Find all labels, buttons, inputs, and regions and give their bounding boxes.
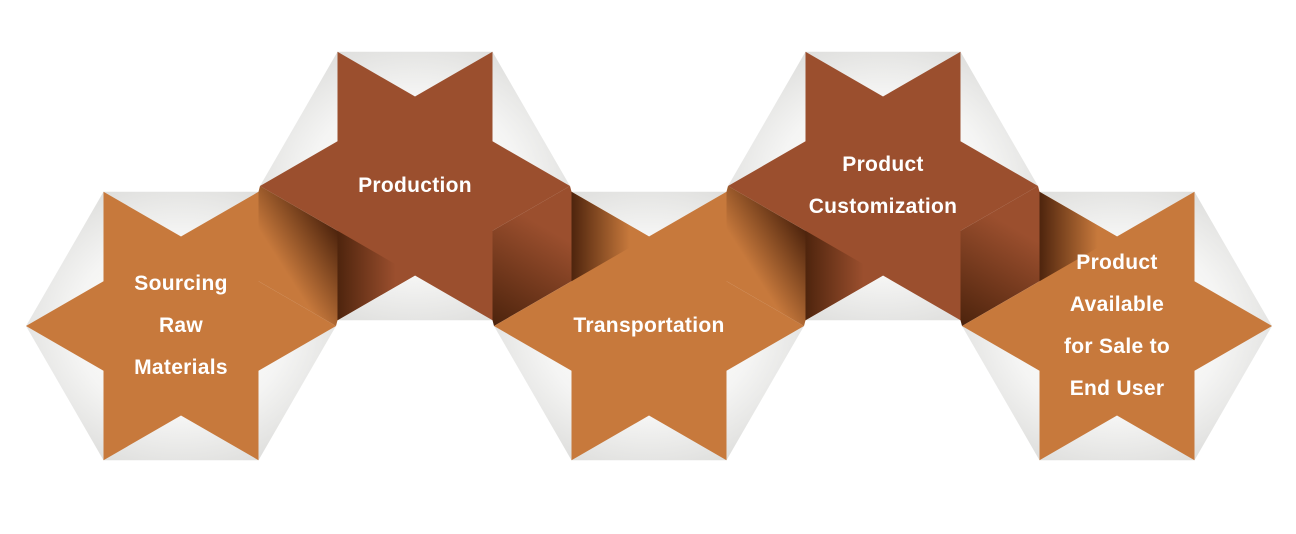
fold-shadow-product-available-for-sale-to-end-user	[1039, 191, 1117, 282]
star-sourcing-raw-materials	[26, 191, 336, 461]
fold-flap-production-transportation	[492, 186, 572, 326]
label-production: Production	[358, 165, 472, 207]
fold-shadow-product-customization	[805, 230, 883, 321]
step-label-line: Raw	[158, 314, 204, 337]
label-transportation: Transportation	[573, 305, 724, 347]
step-label-line: Customization	[808, 195, 958, 218]
fold-shadow-production	[337, 230, 415, 321]
step-label-line: Materials	[134, 356, 228, 379]
step-label-line: End User	[1069, 377, 1165, 400]
step-label-line: Production	[358, 174, 472, 197]
fold-flap-product-customization-product-available-for-sale-to-end-user	[960, 186, 1040, 326]
step-label-line: Product	[842, 153, 924, 176]
fold-flap-sourcing-raw-materials-production	[258, 186, 338, 326]
step-label-line: Transportation	[573, 314, 725, 337]
fold-flap-transportation-product-customization	[726, 186, 806, 326]
step-label-line: Sourcing	[134, 272, 228, 295]
step-label-line: Product	[1076, 251, 1158, 274]
step-label-line: Available	[1069, 293, 1165, 316]
step-label-line: for Sale to	[1064, 335, 1170, 358]
fold-shadow-transportation	[571, 191, 649, 282]
